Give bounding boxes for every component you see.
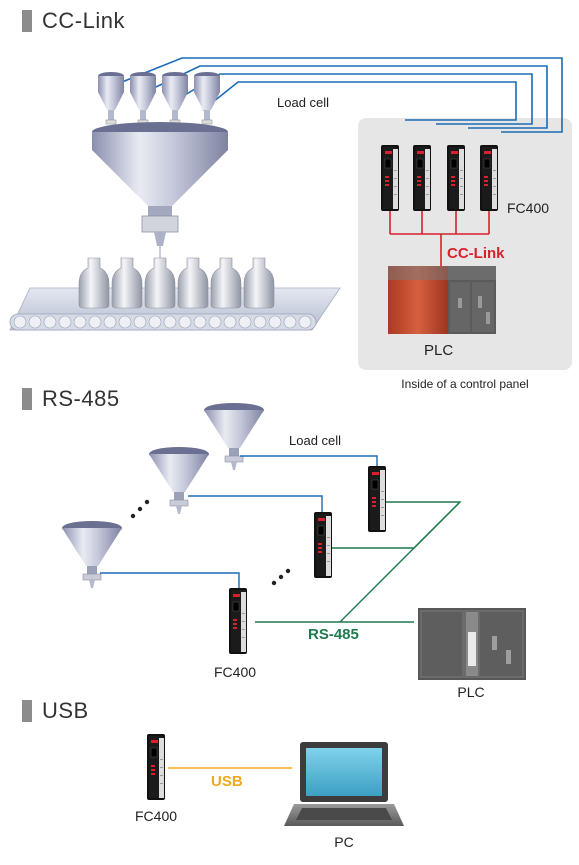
section-title: RS-485 — [42, 386, 120, 411]
rs485-wires — [255, 501, 462, 623]
section-header-usb: USB — [22, 698, 89, 724]
roller — [298, 315, 312, 329]
bottles — [78, 257, 275, 309]
section-title: CC-Link — [42, 8, 125, 33]
bottle — [78, 257, 110, 309]
usb-fc400-label: FC400 — [135, 808, 177, 824]
section-header-cclink: CC-Link — [22, 8, 125, 34]
roller — [28, 315, 42, 329]
rs485-fc400-label: FC400 — [214, 664, 256, 680]
roller — [178, 315, 192, 329]
cclink-plc-label: PLC — [424, 342, 453, 359]
section-header-rs485: RS-485 — [22, 386, 120, 412]
cclink-wires — [389, 211, 490, 266]
cclink-load-cell-label: Load cell — [277, 95, 329, 110]
fc400-module — [446, 144, 466, 212]
main-hopper — [92, 122, 228, 268]
rs485-plc-label: PLC — [457, 684, 484, 700]
roller — [283, 315, 297, 329]
bottle — [243, 257, 275, 309]
roller — [268, 315, 282, 329]
bottle — [144, 257, 176, 309]
hopper — [203, 402, 265, 471]
roller — [163, 315, 177, 329]
ellipsis-dots-right — [271, 568, 291, 586]
roller — [13, 315, 27, 329]
plc-cclink — [388, 266, 496, 334]
rs485-load-cell-wires — [100, 455, 378, 588]
pc-laptop — [284, 742, 404, 826]
pc-label: PC — [334, 834, 353, 850]
roller — [103, 315, 117, 329]
roller — [133, 315, 147, 329]
roller — [208, 315, 222, 329]
roller — [253, 315, 267, 329]
section-title: USB — [42, 698, 89, 723]
roller — [58, 315, 72, 329]
cclink-fc400-label: FC400 — [507, 200, 549, 216]
ellipsis-dots-left — [130, 499, 150, 519]
roller — [238, 315, 252, 329]
bottle — [177, 257, 209, 309]
control-panel-caption: Inside of a control panel — [401, 377, 528, 391]
fc400-module-usb — [146, 733, 166, 801]
bottle — [210, 257, 242, 309]
cclink-network-label: CC-Link — [447, 245, 505, 262]
rs485-load-cell-label: Load cell — [289, 433, 341, 448]
fc400-module — [313, 511, 333, 579]
fc400-module — [380, 144, 400, 212]
fc400-module — [479, 144, 499, 212]
plc-rs485 — [418, 608, 526, 680]
roller — [193, 315, 207, 329]
fc400-module — [367, 465, 387, 533]
roller — [223, 315, 237, 329]
roller — [88, 315, 102, 329]
hopper — [61, 520, 123, 589]
rs485-network-label: RS-485 — [308, 626, 359, 643]
hopper — [148, 446, 210, 515]
usb-network-label: USB — [211, 773, 243, 790]
section-marker — [22, 388, 32, 410]
roller — [118, 315, 132, 329]
bottle — [111, 257, 143, 309]
fc400-module — [228, 587, 248, 655]
roller — [148, 315, 162, 329]
top-feed-hoppers — [98, 72, 220, 125]
section-marker — [22, 700, 32, 722]
fc400-module — [412, 144, 432, 212]
roller — [73, 315, 87, 329]
conveyor-rollers — [13, 315, 312, 329]
roller — [43, 315, 57, 329]
section-marker — [22, 10, 32, 32]
